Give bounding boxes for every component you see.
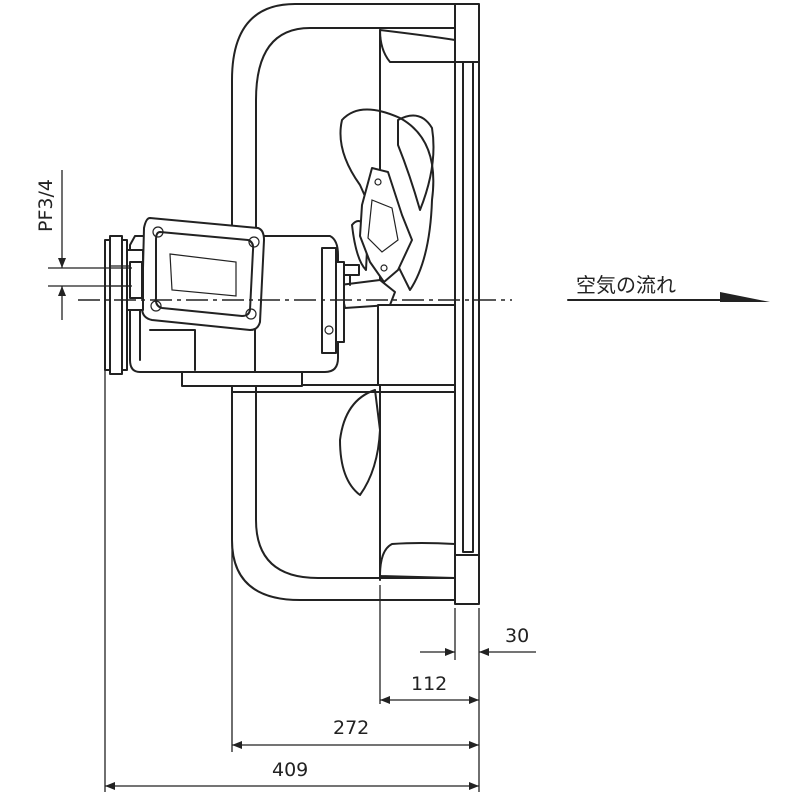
extension-lines: [104, 352, 480, 792]
fan-hub: [339, 167, 413, 309]
mounting-panel: [454, 3, 480, 605]
dimension-409-label: 409: [272, 759, 308, 781]
pipe-thread-label: PF3/4: [35, 179, 57, 232]
pipe-thread-callout: [48, 170, 132, 320]
conduit-fitting: [104, 235, 144, 375]
dimension-30-label: 30: [505, 625, 529, 647]
dimension-30: [420, 648, 536, 656]
dimension-112-label: 112: [411, 673, 447, 695]
dimension-272: [232, 741, 479, 749]
airflow-arrow: [567, 292, 770, 302]
dimension-409: [105, 782, 479, 790]
dimension-272-label: 272: [333, 717, 369, 739]
dimension-112: [380, 696, 479, 704]
terminal-box: [141, 217, 265, 331]
airflow-label: 空気の流れ: [576, 273, 676, 297]
